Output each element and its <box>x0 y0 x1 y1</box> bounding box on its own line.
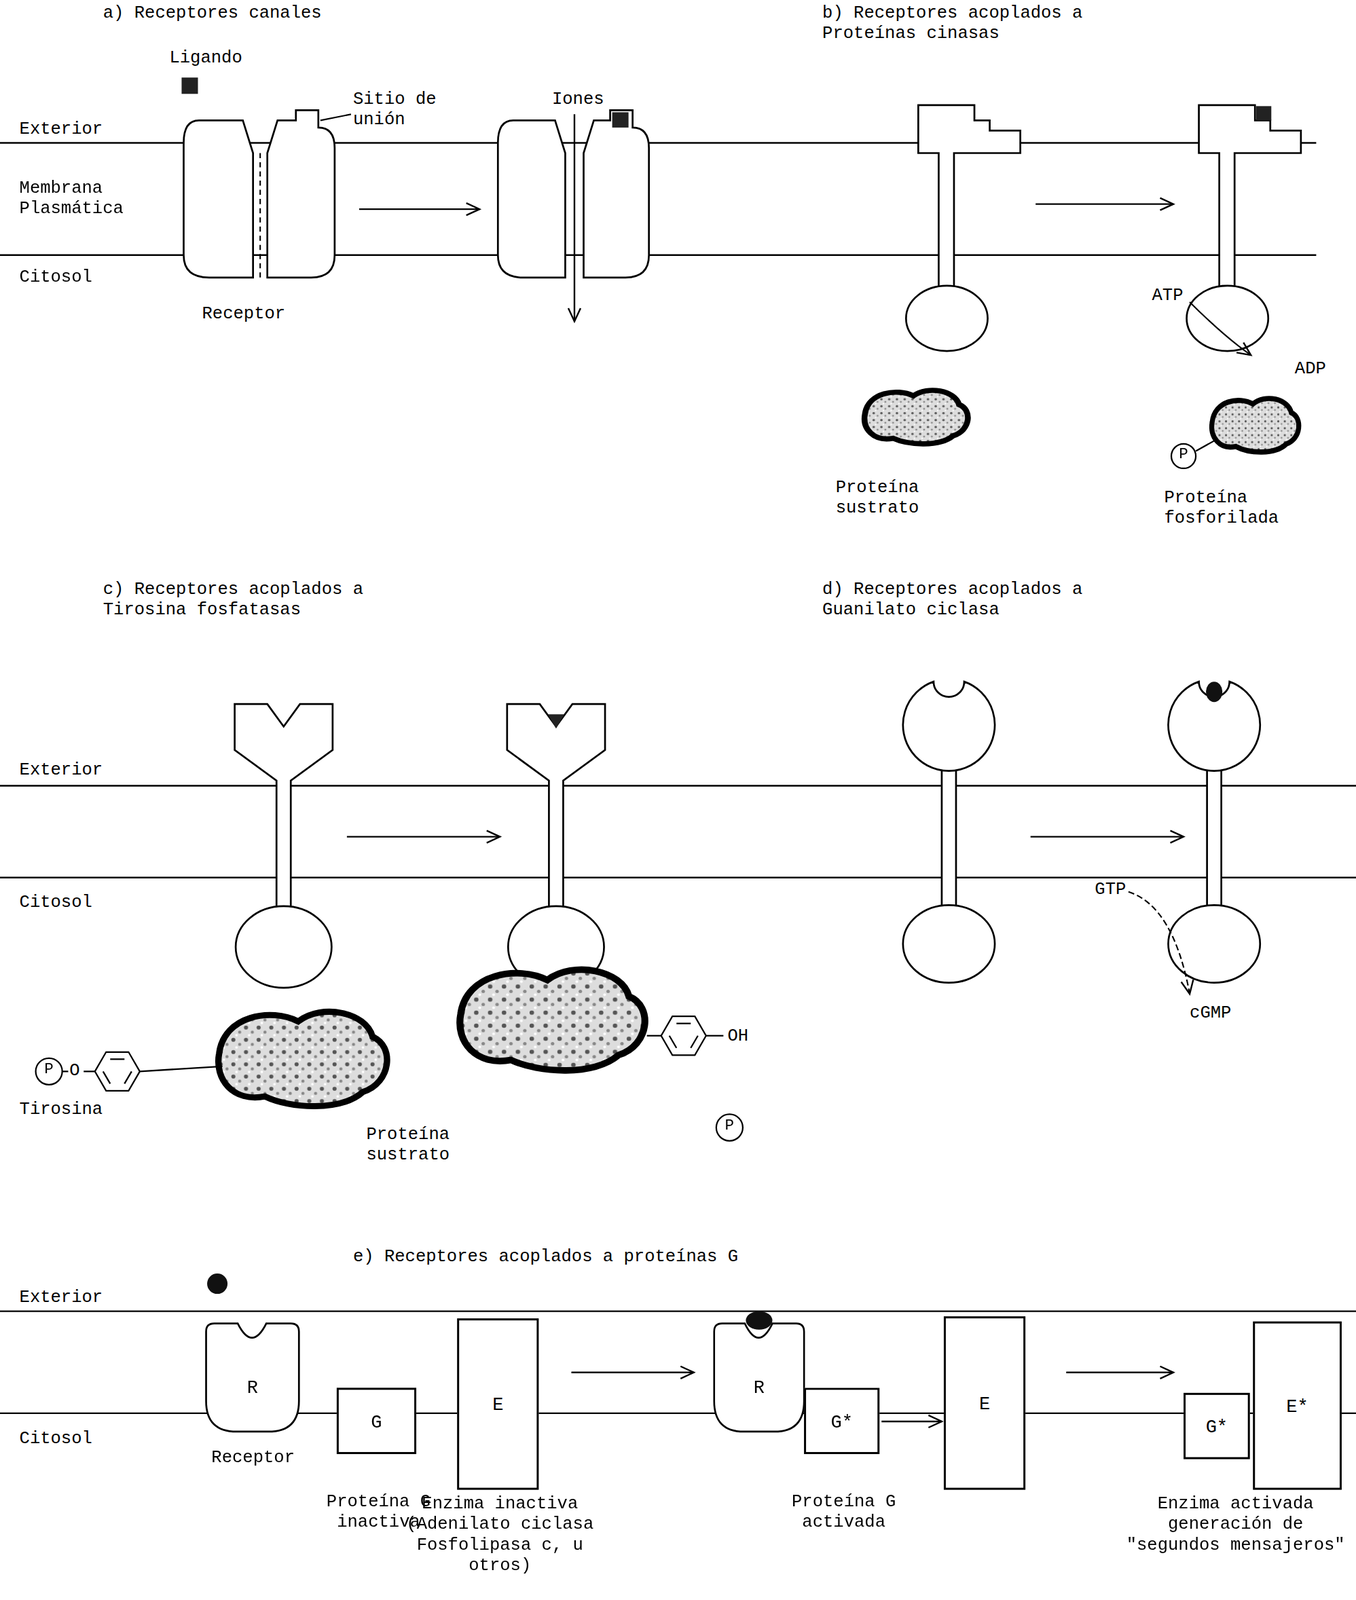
ligand <box>181 77 198 94</box>
label: Receptor <box>200 304 287 326</box>
node-text: G* <box>1185 1417 1249 1440</box>
label: ATP <box>1150 285 1185 307</box>
process-box: E*Enzima activada generación de "segundo… <box>1252 1322 1342 1491</box>
atp-arrow <box>1189 302 1251 356</box>
label: d) Receptores acoplados a Guanilato cicl… <box>821 579 1100 622</box>
ligand <box>745 1311 773 1331</box>
label: Iones <box>550 89 606 111</box>
label: ADP <box>1293 359 1327 381</box>
label: Exterior <box>18 760 104 782</box>
label: Citosol <box>18 1428 94 1450</box>
phosphatase-receptor <box>234 704 333 988</box>
phosphate-label: P <box>718 1117 741 1136</box>
label: OH <box>726 1026 750 1048</box>
node-text: E <box>459 1395 537 1418</box>
receptor-shape: RReceptor <box>204 1322 302 1435</box>
label: Citosol <box>18 892 94 914</box>
node-heading: Receptor <box>191 1448 314 1470</box>
connector-arrow <box>881 1421 942 1423</box>
label: c) Receptores acoplados a Tirosina fosfa… <box>101 579 380 622</box>
label: Exterior <box>18 119 104 141</box>
leader <box>320 114 352 121</box>
node-heading: Proteína G activada <box>787 1492 900 1534</box>
ion-flow <box>573 114 576 322</box>
label: Proteína fosforilada <box>1163 488 1293 530</box>
label: Proteína sustrato <box>365 1125 480 1167</box>
label: e) Receptores acoplados a proteínas G <box>351 1247 739 1269</box>
kinase-receptor-bound <box>1186 105 1301 352</box>
node-text: E <box>945 1394 1024 1416</box>
channel-receptor-open <box>497 110 649 278</box>
gtp-arrow <box>1128 892 1190 995</box>
label: Tirosina <box>18 1100 104 1122</box>
phosphate-label: P <box>38 1061 61 1080</box>
node-heading: Enzima inactiva (Adenilato ciclasa Fosfo… <box>403 1494 597 1579</box>
label: a) Receptores canales <box>101 3 323 25</box>
process-box: G* <box>1183 1393 1251 1460</box>
guanylate-receptor-bound <box>1168 681 1261 983</box>
process-box: EEnzima inactiva (Adenilato ciclasa Fosf… <box>456 1318 539 1491</box>
ligand <box>612 112 629 128</box>
label: GTP <box>1093 880 1128 902</box>
node-text: G* <box>805 1412 878 1435</box>
membranes <box>0 142 1356 1414</box>
label: Membrana Plasmática <box>18 178 153 221</box>
tyrosine-rings <box>35 1016 743 1141</box>
label: Sitio de unión <box>351 89 451 132</box>
node-heading: Enzima activada generación de "segundos … <box>1122 1494 1350 1557</box>
kinase-receptor <box>905 105 1020 352</box>
ligand <box>207 1273 228 1295</box>
label: Exterior <box>18 1288 104 1310</box>
transition-arrows <box>346 204 1184 1373</box>
node-text: G <box>338 1412 415 1435</box>
channel-receptor <box>183 110 335 278</box>
label: Citosol <box>18 267 94 289</box>
phosphate-label: P <box>1172 446 1196 465</box>
label: b) Receptores acoplados a Proteínas cina… <box>821 3 1100 45</box>
process-box: GProteína G inactiva <box>336 1387 417 1455</box>
node-text: R <box>204 1377 302 1400</box>
receptor-shape: R <box>712 1322 806 1435</box>
node-text: E* <box>1254 1397 1340 1420</box>
label: cGMP <box>1188 1003 1233 1025</box>
phosphatase-receptor-bound <box>507 704 606 988</box>
node-text: R <box>712 1377 806 1400</box>
label: Proteína sustrato <box>834 477 949 519</box>
process-box: E <box>943 1316 1026 1491</box>
guanylate-receptor <box>903 681 995 983</box>
label: Ligando <box>168 48 244 70</box>
label: O <box>68 1061 81 1083</box>
process-box: G*Proteína G activada <box>803 1387 880 1455</box>
